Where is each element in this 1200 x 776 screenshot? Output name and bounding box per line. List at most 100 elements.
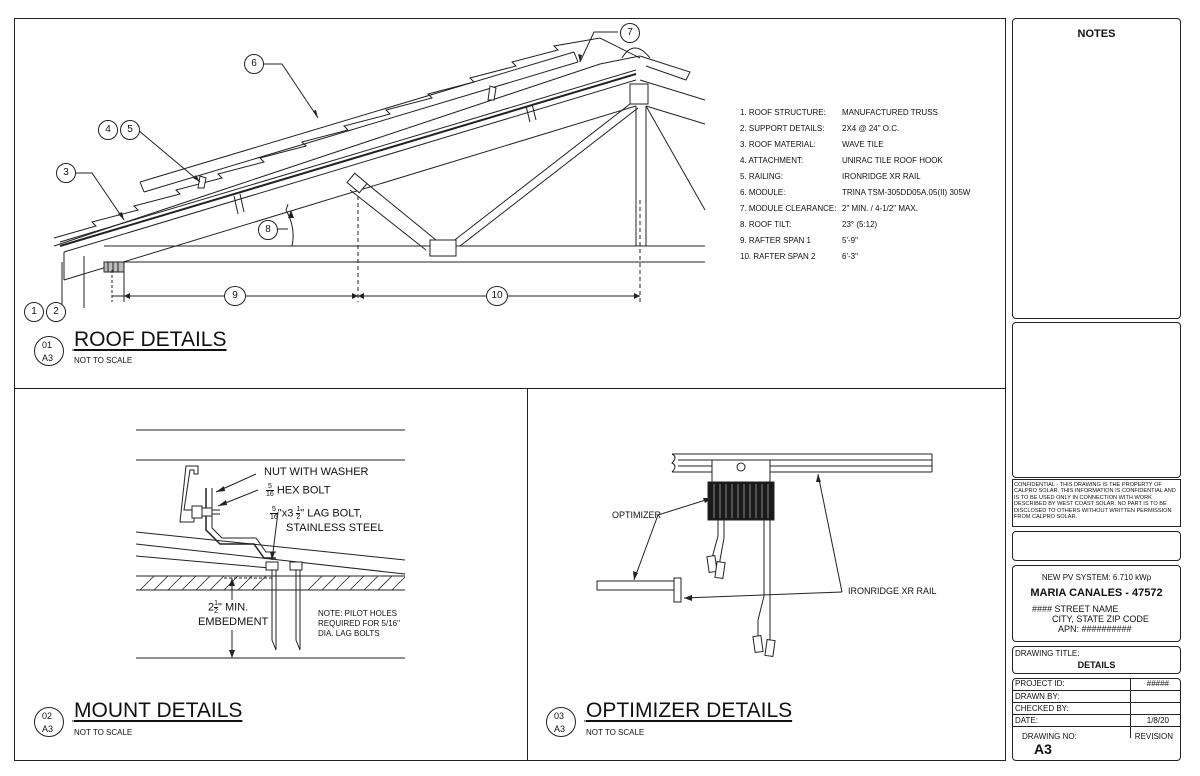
spec-value: IRONRIDGE XR RAIL bbox=[842, 172, 921, 181]
hex-frac-num: 5 bbox=[266, 483, 274, 491]
optimizer-detail-marker bbox=[546, 707, 576, 737]
spec-label: 6. MODULE: bbox=[740, 188, 786, 197]
spec-value: 2" MIN. / 4-1/2" MAX. bbox=[842, 204, 918, 213]
callout-8: 8 bbox=[258, 220, 278, 240]
lag-half-num: 1 bbox=[296, 506, 301, 514]
drawing-title: DETAILS bbox=[1077, 660, 1116, 670]
system-size: NEW PV SYSTEM: 6.710 kWp bbox=[1041, 573, 1152, 582]
optimizer-sheet-ref: A3 bbox=[554, 724, 566, 734]
spec-value: WAVE TILE bbox=[842, 140, 884, 149]
pilot-note-line1: NOTE: PILOT HOLES bbox=[318, 609, 397, 618]
callout-3: 3 bbox=[56, 163, 76, 183]
drawing-title-label: DRAWING TITLE: bbox=[1015, 649, 1080, 658]
project-id-label: PROJECT ID: bbox=[1015, 679, 1065, 688]
lag-end: " LAG BOLT, bbox=[300, 507, 363, 520]
hex-bolt-text: HEX BOLT bbox=[276, 484, 331, 497]
roof-scale-note: NOT TO SCALE bbox=[74, 356, 133, 365]
blank-box bbox=[1012, 531, 1181, 561]
spec-value: 5'-9" bbox=[842, 236, 858, 245]
embed-rest: " MIN. bbox=[218, 601, 249, 614]
spec-value: 2X4 @ 24" O.C. bbox=[842, 124, 900, 133]
optimizer-details-title: OPTIMIZER DETAILS bbox=[586, 699, 793, 722]
drawing-no-value: A3 bbox=[1034, 741, 1052, 757]
apn-number: APN: ########## bbox=[1058, 624, 1132, 634]
pilot-note-line3: DIA. LAG BOLTS bbox=[318, 629, 380, 638]
optimizer-details-panel bbox=[527, 388, 1006, 761]
roof-details-title: ROOF DETAILS bbox=[74, 328, 227, 351]
date-row: DATE: 1/8/20 bbox=[1012, 714, 1181, 726]
checked-by-label: CHECKED BY: bbox=[1015, 704, 1069, 713]
embed-half-den: 2 bbox=[214, 608, 219, 615]
lag-mid: "x3 bbox=[277, 507, 294, 520]
spec-value: TRINA TSM-305DD05A.05(II) 305W bbox=[842, 188, 971, 197]
project-info-box bbox=[1012, 565, 1181, 642]
roof-detail-number: 01 bbox=[42, 340, 53, 350]
confidential-text: CONFIDENTIAL - THIS DRAWING IS THE PROPE… bbox=[1014, 482, 1176, 521]
project-id-row: PROJECT ID: ##### bbox=[1012, 678, 1181, 690]
roof-sheet-ref: A3 bbox=[42, 353, 54, 363]
mount-details-title: MOUNT DETAILS bbox=[74, 699, 243, 722]
drawing-no-row: DRAWING NO: REVISION A3 bbox=[1012, 726, 1181, 760]
mount-scale-note: NOT TO SCALE bbox=[74, 728, 133, 737]
drawing-title-box bbox=[1012, 646, 1181, 674]
rail-label: IRONRIDGE XR RAIL bbox=[848, 586, 937, 596]
spec-label: 8. ROOF TILT: bbox=[740, 220, 792, 229]
spec-label: 9. RAFTER SPAN 1 bbox=[740, 236, 811, 245]
spec-label: 4. ATTACHMENT: bbox=[740, 156, 804, 165]
lag-frac-num: 5 bbox=[270, 506, 278, 514]
callout-2: 2 bbox=[46, 302, 66, 322]
spec-value: UNIRAC TILE ROOF HOOK bbox=[842, 156, 943, 165]
optimizer-scale-note: NOT TO SCALE bbox=[586, 728, 645, 737]
spec-label: 10. RAFTER SPAN 2 bbox=[740, 252, 816, 261]
drawn-by-row: DRAWN BY: bbox=[1012, 690, 1181, 702]
nut-washer-label: NUT WITH WASHER bbox=[264, 466, 369, 478]
hex-bolt-label: 5 16 HEX BOLT bbox=[266, 483, 330, 498]
revision-label: REVISION bbox=[1134, 732, 1173, 741]
date-value: 1/8/20 bbox=[1146, 716, 1169, 725]
confidential-box bbox=[1012, 479, 1181, 527]
city-state-zip: CITY, STATE ZIP CODE bbox=[1052, 614, 1149, 624]
optimizer-detail-number: 03 bbox=[554, 711, 565, 721]
spec-value: 23° (5:12) bbox=[842, 220, 878, 229]
callout-9: 9 bbox=[224, 286, 246, 306]
callout-6: 6 bbox=[244, 54, 264, 74]
client-name: MARIA CANALES - 47572 bbox=[1030, 587, 1163, 599]
callout-4: 4 bbox=[98, 120, 118, 140]
roof-detail-marker bbox=[34, 336, 64, 366]
embed-whole: 2 bbox=[208, 601, 215, 614]
logo-box bbox=[1012, 322, 1181, 478]
lag-half-den: 2 bbox=[296, 514, 301, 521]
spec-value: MANUFACTURED TRUSS bbox=[842, 108, 938, 117]
embedment-label: EMBEDMENT bbox=[198, 616, 269, 628]
callout-10: 10 bbox=[486, 286, 508, 306]
callout-1: 1 bbox=[24, 302, 44, 322]
spec-label: 3. ROOF MATERIAL: bbox=[740, 140, 816, 149]
lag-bolt-label: 5 16 "x3 1 2 " LAG BOLT, bbox=[270, 506, 362, 521]
checked-by-row: CHECKED BY: bbox=[1012, 702, 1181, 714]
mount-detail-number: 02 bbox=[42, 711, 53, 721]
project-id-value: ##### bbox=[1146, 679, 1169, 688]
stainless-label: STAINLESS STEEL bbox=[286, 522, 384, 534]
spec-label: 1. ROOF STRUCTURE: bbox=[740, 108, 826, 117]
date-label: DATE: bbox=[1015, 716, 1038, 725]
embed-half-num: 1 bbox=[214, 600, 219, 608]
table-divider bbox=[1130, 678, 1131, 738]
hex-frac-den: 16 bbox=[266, 491, 274, 498]
notes-title: NOTES bbox=[1077, 28, 1116, 40]
pilot-note-line2: REQUIRED FOR 5/16" bbox=[318, 619, 400, 628]
drawn-by-label: DRAWN BY: bbox=[1015, 692, 1060, 701]
spec-label: 5. RAILING: bbox=[740, 172, 784, 181]
notes-box bbox=[1012, 18, 1181, 319]
drawing-no-label: DRAWING NO: bbox=[1022, 732, 1077, 741]
spec-label: 2. SUPPORT DETAILS: bbox=[740, 124, 825, 133]
lag-frac-den: 16 bbox=[270, 514, 278, 521]
spec-label: 7. MODULE CLEARANCE: bbox=[740, 204, 837, 213]
callout-5: 5 bbox=[120, 120, 140, 140]
mount-detail-marker bbox=[34, 707, 64, 737]
optimizer-label: OPTIMIZER bbox=[612, 510, 661, 520]
mount-sheet-ref: A3 bbox=[42, 724, 54, 734]
street-address: #### STREET NAME bbox=[1032, 604, 1119, 614]
project-table bbox=[1012, 678, 1181, 761]
